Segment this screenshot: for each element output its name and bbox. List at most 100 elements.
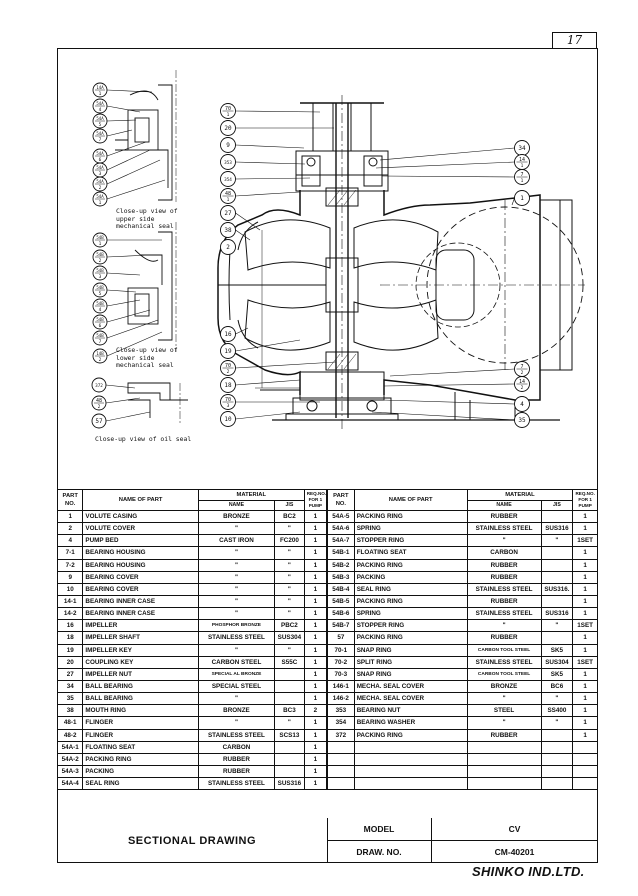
part-no-cell: 54B-4: [327, 582, 355, 596]
jis-cell: [274, 679, 305, 694]
part-name-cell: IMPELLER KEY: [82, 643, 199, 657]
quantity-cell: 1: [303, 752, 328, 766]
part-name-cell: [353, 777, 468, 791]
part-name-cell: SEAL RING: [82, 777, 199, 791]
quantity-cell: 1: [303, 655, 328, 669]
material-name-cell: BRONZE: [466, 679, 542, 694]
callout-number: 70: [225, 363, 231, 369]
callout-number: 54A: [96, 151, 104, 156]
part-no-cell: 16: [56, 619, 84, 633]
jis-cell: [540, 558, 574, 572]
part-name-cell: PACKING RING: [353, 509, 468, 524]
leader-line: [235, 229, 251, 241]
leader-line: [379, 147, 515, 161]
part-name-cell: MECHA. SEAL COVER: [353, 679, 468, 694]
callout-number: 14B: [96, 351, 104, 356]
jis-cell: [540, 570, 574, 584]
callout-sub-number: 2: [521, 385, 524, 391]
quantity-cell: 1: [572, 643, 598, 657]
quantity-cell: 1: [303, 777, 328, 791]
part-no-cell: 48-1: [56, 716, 84, 730]
callout-bubble: [220, 411, 236, 427]
part-no-cell: [327, 740, 355, 754]
callout-number: 20: [224, 125, 232, 132]
jis-cell: [540, 752, 574, 766]
leader-line: [371, 411, 515, 421]
part-name-cell: PACKING: [82, 764, 199, 779]
quantity-cell: 1: [303, 692, 328, 706]
jis-cell: SUS316.: [540, 582, 574, 596]
material-name-cell: RUBBER: [197, 752, 276, 766]
quantity-cell: 1: [303, 728, 328, 742]
jis-cell: SUS304: [540, 655, 574, 669]
callout-number: 54B: [96, 317, 104, 322]
callout-bubble: [220, 326, 236, 342]
material-name-cell: STAINLESS STEEL: [197, 728, 276, 742]
company-name: SHINKO IND.LTD.: [472, 864, 585, 879]
quantity-cell: 1: [303, 582, 328, 596]
header-jis: JIS: [540, 500, 574, 511]
parts-table-right: PART NO. NAME OF PART MATERIAL REQ.NO. F…: [327, 489, 598, 791]
quantity-cell: 1: [303, 522, 328, 536]
part-no-cell: 54B-1: [327, 546, 355, 560]
table-row: [327, 752, 598, 766]
leader-line: [106, 159, 161, 185]
material-name-cell: [466, 764, 542, 779]
callout-sub-number: 2: [99, 185, 102, 191]
callout-number: 2: [226, 244, 230, 251]
part-name-cell: [353, 740, 468, 754]
part-name-cell: BEARING WASHER: [353, 716, 468, 730]
jis-cell: [274, 740, 305, 754]
leader-line: [106, 331, 163, 357]
material-name-cell: RUBBER: [466, 631, 542, 645]
callout-number: 54A: [96, 131, 104, 136]
material-name-cell: STAINLESS STEEL: [197, 777, 276, 791]
material-name-cell: CARBON TOOL STEEL: [466, 643, 542, 657]
parts-table-left: PART NO. NAME OF PART MATERIAL REQ.NO. F…: [56, 489, 328, 791]
material-name-cell: ": [197, 570, 276, 584]
header-req-no: REQ.NO. FOR 1 PUMP: [303, 489, 328, 511]
material-name-cell: STAINLESS STEEL: [466, 607, 542, 621]
quantity-cell: 1: [303, 619, 328, 633]
part-name-cell: [353, 764, 468, 779]
callout-bubble: [220, 171, 236, 187]
drawing-title: SECTIONAL DRAWING: [57, 818, 328, 863]
part-no-cell: 1: [56, 509, 84, 524]
part-name-cell: COUPLING KEY: [82, 655, 199, 669]
part-no-cell: 54A-2: [56, 752, 84, 766]
leader-line: [235, 177, 311, 180]
material-name-cell: [466, 752, 542, 766]
leader-line: [106, 309, 151, 323]
quantity-cell: 1: [572, 558, 598, 572]
callout-sub-number: 3: [99, 274, 102, 280]
callout-number: 70: [225, 106, 231, 112]
part-no-cell: [327, 777, 355, 791]
part-name-cell: BEARING COVER: [82, 582, 199, 596]
header-material-name: NAME: [466, 500, 542, 511]
leader-line: [511, 197, 515, 206]
jis-cell: ": [274, 522, 305, 536]
callout-number: 54B: [96, 285, 104, 290]
material-name-cell: ": [197, 607, 276, 621]
leader-line: [106, 272, 141, 276]
callout-number: 48: [225, 191, 231, 197]
part-no-cell: 10: [56, 582, 84, 596]
callout-sub-number: 2: [521, 370, 524, 376]
jis-cell: [540, 777, 574, 791]
header-material: MATERIAL: [197, 489, 305, 501]
quantity-cell: 1: [303, 546, 328, 560]
part-name-cell: PACKING RING: [353, 594, 468, 609]
table-row: [327, 740, 598, 754]
callout-number: 38: [224, 227, 232, 234]
